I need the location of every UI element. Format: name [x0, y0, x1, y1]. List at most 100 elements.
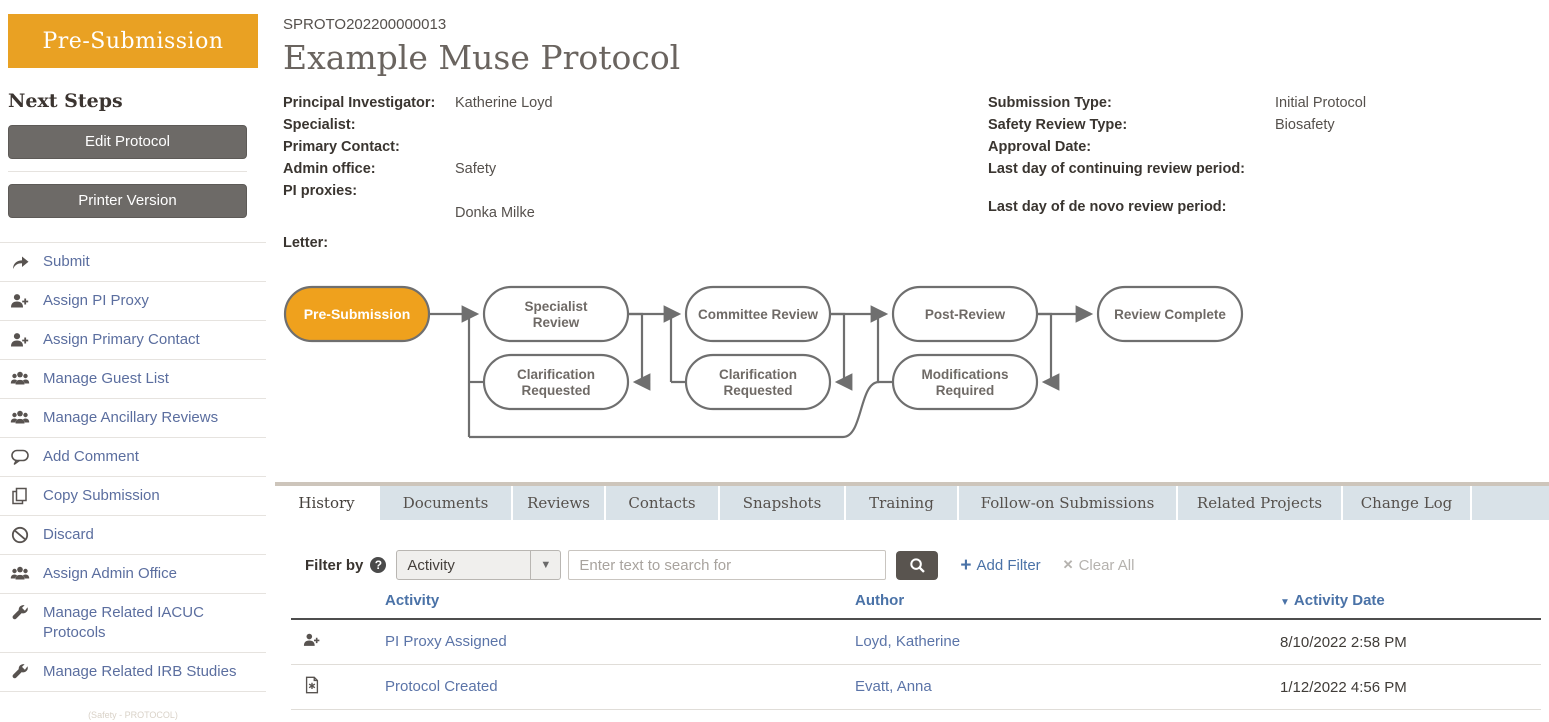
stage-label: Review [533, 315, 580, 330]
tab-strip-accent [275, 482, 1549, 486]
workflow-connector [830, 312, 853, 391]
sidebar-item-assign-admin-office[interactable]: Assign Admin Office [0, 555, 266, 594]
field-label: Safety Review Type: [988, 117, 1128, 133]
filter-category-value: Activity [407, 556, 455, 574]
people-icon [10, 410, 30, 424]
field-label: Last day of de novo review period: [988, 199, 1227, 215]
sidebar-item-copy-submission[interactable]: Copy Submission [0, 477, 266, 516]
sidebar-item-assign-primary-contact[interactable]: Assign Primary Contact [0, 321, 266, 360]
column-header-activity[interactable]: Activity [385, 592, 440, 609]
document-icon [305, 676, 319, 693]
tab-filler [1472, 486, 1549, 520]
clear-all-label: Clear All [1078, 556, 1135, 574]
stage-clarification-requested-committee [684, 353, 832, 411]
stage-label: Pre-Submission [304, 306, 411, 322]
add-filter-label: Add Filter [976, 556, 1041, 574]
stage-label: Specialist [524, 299, 588, 314]
discard-icon [11, 526, 29, 544]
details-right-column: Submission Type:Initial Protocol Safety … [988, 92, 1508, 218]
filter-category-dropdown[interactable]: Activity ▼ [396, 550, 562, 580]
author-link[interactable]: Evatt, Anna [855, 678, 932, 695]
sidebar-item-label: Assign Primary Contact [43, 331, 200, 348]
field-label: Last day of continuing review period: [988, 161, 1245, 177]
stage-committee-review [684, 285, 832, 343]
column-header-author[interactable]: Author [855, 592, 905, 609]
workflow-diagram: Pre-Submission Specialist Review Committ… [283, 285, 1244, 439]
field-value: Katherine Loyd [455, 95, 553, 111]
tab-follow-on-submissions[interactable]: Follow-on Submissions [959, 486, 1176, 520]
activity-link[interactable]: PI Proxy Assigned [385, 633, 507, 650]
stage-label: Required [936, 383, 995, 398]
search-button[interactable] [896, 550, 939, 580]
tab-training[interactable]: Training [846, 486, 957, 520]
column-header-activity-date[interactable]: ▼Activity Date [1280, 592, 1541, 609]
sidebar-item-manage-related-iacuc[interactable]: Manage Related IACUC Protocols [0, 594, 266, 653]
sidebar-item-label: Manage Ancillary Reviews [43, 409, 219, 426]
person-add-icon [11, 294, 29, 308]
column-header-label: Activity Date [1293, 592, 1385, 609]
protocol-id: SPROTO202200000013 [283, 16, 447, 33]
page-title: Example Muse Protocol [283, 38, 681, 77]
tab-snapshots[interactable]: Snapshots [720, 486, 844, 520]
sidebar-item-manage-related-irb[interactable]: Manage Related IRB Studies [0, 653, 266, 692]
tab-related-projects[interactable]: Related Projects [1178, 486, 1341, 520]
sidebar-item-label: Submit [43, 253, 90, 270]
tab-documents[interactable]: Documents [380, 486, 511, 520]
sidebar-item-assign-pi-proxy[interactable]: Assign PI Proxy [0, 282, 266, 321]
edit-protocol-button[interactable]: Edit Protocol [8, 125, 247, 159]
stage-pre-submission [283, 285, 431, 343]
field-value: Initial Protocol [1275, 95, 1367, 111]
field-label: Principal Investigator: [283, 95, 436, 111]
workflow-connector [876, 314, 893, 384]
table-row: PI Proxy Assigned Loyd, Katherine 8/10/2… [291, 620, 1541, 665]
author-link[interactable]: Loyd, Katherine [855, 633, 961, 650]
sidebar-item-add-comment[interactable]: Add Comment [0, 438, 266, 477]
tab-contacts[interactable]: Contacts [606, 486, 718, 520]
stage-label: Requested [521, 383, 590, 398]
activity-link[interactable]: Protocol Created [385, 678, 498, 695]
people-icon [10, 371, 30, 385]
field-value: Donka Milke [455, 205, 535, 221]
sidebar-item-submit[interactable]: Submit [0, 242, 266, 282]
sidebar-item-label: Assign Admin Office [43, 565, 177, 582]
tab-change-log[interactable]: Change Log [1343, 486, 1470, 520]
stage-label: Clarification [719, 367, 797, 382]
sidebar-item-label: Copy Submission [43, 487, 160, 504]
activity-date: 8/10/2022 2:58 PM [1280, 633, 1407, 651]
field-label: Admin office: [283, 161, 376, 177]
submit-arrow-icon [13, 256, 29, 269]
main-panel: SPROTO202200000013 Example Muse Protocol… [275, 0, 1549, 722]
sidebar-item-manage-ancillary-reviews[interactable]: Manage Ancillary Reviews [0, 399, 266, 438]
history-table: Activity Author ▼Activity Date PI Proxy … [291, 592, 1541, 710]
tab-bar: History Documents Reviews Contacts Snaps… [275, 486, 1549, 520]
tab-history[interactable]: History [275, 486, 378, 520]
stage-label: Post-Review [925, 307, 1006, 322]
status-banner: Pre-Submission [8, 14, 258, 68]
sidebar-item-discard[interactable]: Discard [0, 516, 266, 555]
sidebar-item-label: Manage Related IRB Studies [43, 663, 237, 680]
stage-label: Modifications [922, 367, 1009, 382]
sidebar-item-manage-guest-list[interactable]: Manage Guest List [0, 360, 266, 399]
activity-date: 1/12/2022 4:56 PM [1280, 678, 1407, 696]
sidebar-item-label: Assign PI Proxy [43, 292, 149, 309]
printer-version-button[interactable]: Printer Version [8, 184, 247, 218]
field-value: Safety [455, 161, 497, 177]
filter-by-label: Filter by [305, 556, 364, 574]
table-header-row: Activity Author ▼Activity Date [291, 592, 1541, 620]
clear-all-button[interactable]: ✕ Clear All [1063, 557, 1135, 574]
person-add-icon [303, 633, 320, 646]
person-add-icon [11, 333, 29, 347]
tab-reviews[interactable]: Reviews [513, 486, 604, 520]
help-icon[interactable]: ? [370, 557, 387, 573]
search-icon [910, 557, 925, 573]
sidebar: Pre-Submission Next Steps Edit Protocol … [0, 0, 266, 722]
search-input[interactable] [568, 550, 887, 580]
close-icon: ✕ [1062, 557, 1074, 572]
add-filter-button[interactable]: + Add Filter [960, 556, 1040, 575]
comment-icon [11, 449, 29, 465]
status-banner-label: Pre-Submission [42, 28, 224, 54]
workflow-connector [469, 380, 880, 439]
sidebar-item-label: Discard [43, 526, 94, 543]
stage-label: Clarification [517, 367, 595, 382]
chevron-down-icon[interactable]: ▼ [530, 551, 560, 579]
